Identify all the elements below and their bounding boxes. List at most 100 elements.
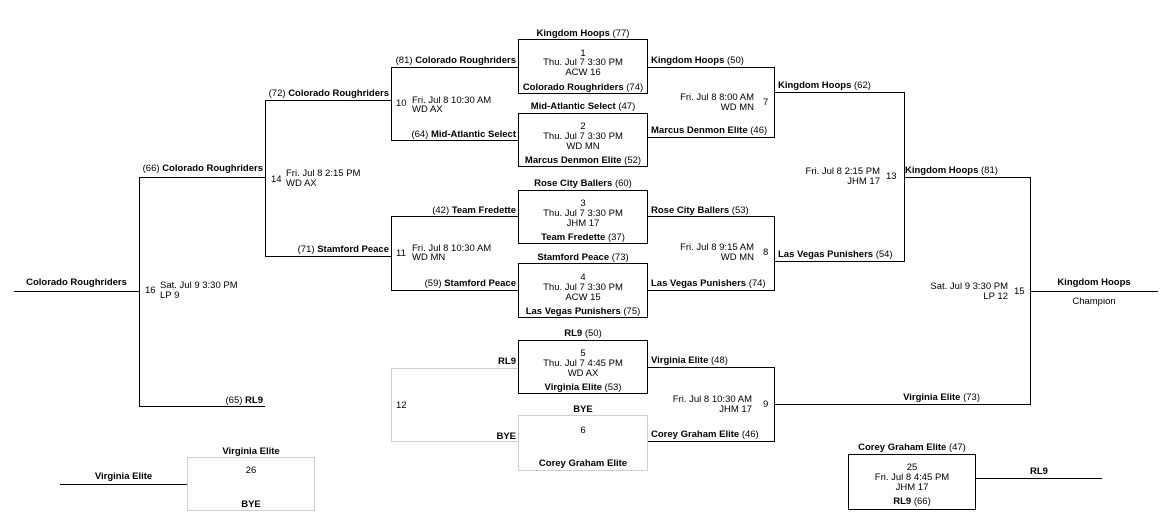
game-6-number: 6 bbox=[580, 425, 586, 436]
team-name: Rose City Ballers bbox=[534, 178, 613, 189]
game-9-top-entry: Virginia Elite (48) bbox=[651, 355, 728, 366]
game-9-bottom-entry: Corey Graham Elite (46) bbox=[651, 429, 759, 440]
team-score: (47) bbox=[948, 442, 966, 453]
team-score: (42) bbox=[432, 205, 450, 216]
team-score: (50) bbox=[584, 328, 602, 339]
game-3-box[interactable] bbox=[518, 190, 648, 244]
team-score: (46) bbox=[741, 429, 759, 440]
team-score: (71) bbox=[297, 244, 315, 255]
game-7-time: Fri. Jul 8 8:00 AM bbox=[680, 92, 754, 103]
game-5-box[interactable] bbox=[518, 340, 648, 394]
team-name: Las Vegas Punishers bbox=[651, 278, 747, 289]
game-2-bottom-team: Marcus Denmon Elite (52) bbox=[518, 155, 648, 166]
game-2-court: WD MN bbox=[566, 141, 600, 152]
team-score: (59) bbox=[424, 278, 442, 289]
game-25-top-team: Corey Graham Elite (47) bbox=[848, 442, 976, 453]
game-8-top-entry: Rose City Ballers (53) bbox=[651, 205, 749, 216]
game-7-number: 7 bbox=[763, 97, 769, 108]
team-name: Mid-Atlantic Select bbox=[530, 101, 616, 112]
team-name: Corey Graham Elite bbox=[651, 429, 740, 440]
game-1-court: ACW 16 bbox=[565, 67, 601, 78]
game-9-court: JHM 17 bbox=[719, 404, 752, 415]
team-score: (46) bbox=[750, 125, 768, 136]
game-11-time: Fri. Jul 8 10:30 AM bbox=[412, 243, 492, 254]
team-score: (37) bbox=[607, 232, 625, 243]
team-score: (65) bbox=[225, 395, 243, 406]
team-score: (53) bbox=[604, 382, 622, 393]
team-name: Kingdom Hoops bbox=[536, 28, 610, 39]
game-13-court: JHM 17 bbox=[847, 176, 880, 187]
team-name: Stamford Peace bbox=[317, 244, 389, 255]
game-15-winner: Kingdom Hoops bbox=[1057, 277, 1131, 288]
team-name: Kingdom Hoops bbox=[905, 165, 979, 176]
game-2-number: 2 bbox=[580, 121, 586, 132]
game-2-top-team: Mid-Atlantic Select (47) bbox=[518, 101, 648, 112]
game-8-number: 8 bbox=[763, 247, 769, 258]
game-10-time: Fri. Jul 8 10:30 AM bbox=[412, 95, 492, 106]
game-26-box[interactable] bbox=[187, 457, 315, 511]
game-1-number: 1 bbox=[580, 48, 586, 59]
team-name: Team Fredette bbox=[451, 205, 516, 216]
game-11-court: WD MN bbox=[412, 252, 446, 263]
game-9-winner: Virginia Elite (73) bbox=[790, 392, 980, 403]
game-4-number: 4 bbox=[580, 272, 586, 283]
game-16-winner: Colorado Roughriders bbox=[26, 277, 127, 288]
game-12-winner: (65) RL9 bbox=[142, 395, 264, 406]
game-1-bottom-team: Colorado Roughriders (74) bbox=[518, 82, 648, 93]
game-7-bottom-entry: Marcus Denmon Elite (46) bbox=[651, 125, 767, 136]
game-10-number: 10 bbox=[396, 98, 407, 109]
game-16-time: Sat. Jul 9 3:30 PM bbox=[160, 280, 238, 291]
game-1-box[interactable] bbox=[518, 39, 648, 94]
team-score: (48) bbox=[711, 355, 728, 366]
game-10-court: WD AX bbox=[412, 104, 443, 115]
champion-label: Champion bbox=[1072, 296, 1116, 307]
game-6-box[interactable] bbox=[518, 415, 648, 471]
team-name: Stamford Peace bbox=[537, 252, 610, 263]
team-score: (74) bbox=[626, 82, 644, 93]
game-13-winner: Kingdom Hoops (81) bbox=[905, 165, 998, 176]
team-score: (52) bbox=[624, 155, 642, 166]
team-score: (66) bbox=[142, 163, 160, 174]
team-score: (77) bbox=[612, 28, 630, 39]
team-score: (81) bbox=[981, 165, 998, 176]
game-25-number: 25 bbox=[906, 462, 918, 473]
game-5-bottom-team: Virginia Elite (53) bbox=[518, 382, 648, 393]
game-3-top-team: Rose City Ballers (60) bbox=[518, 178, 648, 189]
team-score: (75) bbox=[623, 306, 641, 317]
game-26-bottom-team: BYE bbox=[241, 499, 261, 510]
game-4-box[interactable] bbox=[518, 263, 648, 318]
team-name: Corey Graham Elite bbox=[858, 442, 947, 453]
team-name: Kingdom Hoops bbox=[651, 55, 725, 66]
game-7-winner: Kingdom Hoops (62) bbox=[778, 80, 871, 91]
team-name: Las Vegas Punishers bbox=[525, 306, 621, 317]
game-15-time: Sat. Jul 9 3:30 PM bbox=[930, 281, 1008, 292]
game-5-number: 5 bbox=[580, 348, 586, 359]
game-10-winner: (72) Colorado Roughriders bbox=[268, 88, 389, 99]
team-name: Rose City Ballers bbox=[651, 205, 730, 216]
team-name: Team Fredette bbox=[541, 232, 606, 243]
team-name: Virginia Elite bbox=[651, 355, 709, 366]
team-name: Kingdom Hoops bbox=[778, 80, 852, 91]
team-score: (64) bbox=[411, 129, 429, 140]
game-25-court: JHM 17 bbox=[895, 482, 929, 493]
game-26-top-team: Virginia Elite bbox=[222, 446, 280, 457]
game-25-time: Fri. Jul 8 4:45 PM bbox=[874, 472, 950, 483]
game-4-bottom-team: Las Vegas Punishers (75) bbox=[518, 306, 648, 317]
team-name: Las Vegas Punishers bbox=[778, 249, 874, 260]
game-9-number: 9 bbox=[763, 399, 769, 410]
game-16-number: 16 bbox=[145, 285, 156, 296]
game-2-time: Thu. Jul 7 3:30 PM bbox=[543, 131, 623, 142]
team-score: (74) bbox=[748, 278, 766, 289]
game-14-court: WD AX bbox=[286, 178, 317, 189]
team-score: (47) bbox=[618, 101, 636, 112]
game-10-bottom-entry: (64) Mid-Atlantic Select bbox=[394, 129, 516, 140]
game-12-number: 12 bbox=[396, 400, 407, 411]
team-name: Colorado Roughriders bbox=[162, 163, 263, 174]
team-score: (62) bbox=[854, 80, 871, 91]
game-4-top-team: Stamford Peace (73) bbox=[518, 252, 648, 263]
game-3-number: 3 bbox=[580, 198, 586, 209]
game-2-box[interactable] bbox=[518, 113, 648, 167]
team-name: RL9 bbox=[893, 496, 912, 507]
game-25-box[interactable] bbox=[848, 454, 976, 510]
